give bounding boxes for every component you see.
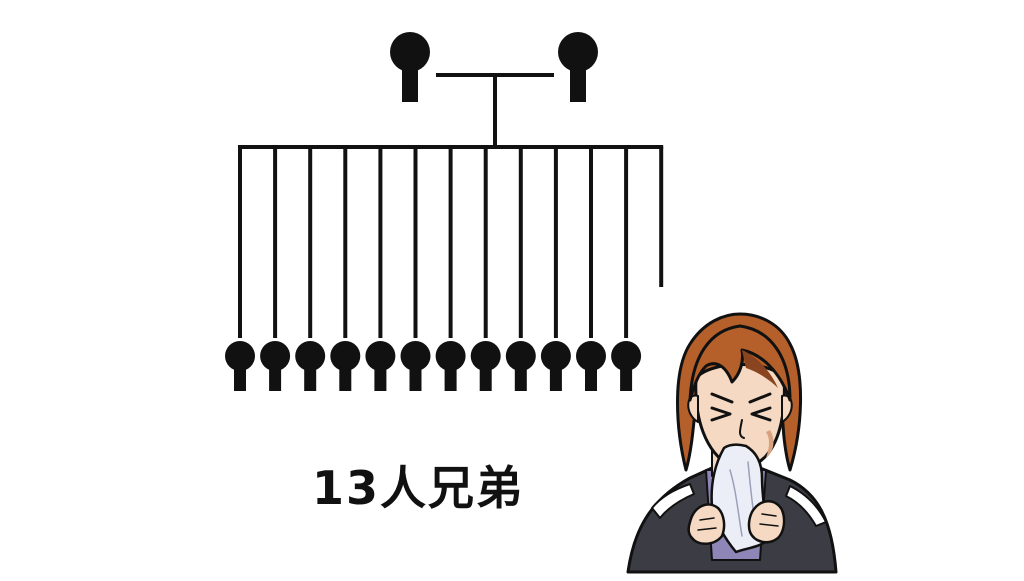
child-figure-6 <box>400 341 431 391</box>
left-eyebrow <box>710 392 734 404</box>
connector-lines <box>238 73 664 338</box>
child-figure-1 <box>225 341 255 391</box>
child-figure-8-body <box>479 365 492 391</box>
jacket-stripe-left <box>651 483 695 519</box>
right-hand <box>747 500 786 544</box>
right-eyebrow <box>748 392 772 404</box>
child-figure-10 <box>540 341 571 391</box>
finger-lines <box>697 513 779 531</box>
parent-figure-2-head <box>558 32 598 72</box>
child-figure-4-body <box>339 365 352 391</box>
child-figure-8 <box>470 341 501 391</box>
child-figure-7 <box>435 341 466 391</box>
child-figure-6-body <box>409 365 422 391</box>
left-eye <box>710 406 732 422</box>
hair-shadow <box>742 350 778 388</box>
child-figure-2-body <box>269 365 282 391</box>
child-figure-2 <box>260 341 291 391</box>
right-eye <box>750 406 772 422</box>
child-figure-4 <box>330 341 361 391</box>
child-figure-3 <box>295 341 326 391</box>
child-figure-2-head <box>260 341 291 371</box>
child-figure-1-head <box>225 341 255 371</box>
child-figure-11-body <box>585 365 597 391</box>
nose <box>739 419 745 439</box>
crying-person-illustration <box>626 312 838 574</box>
hair-front <box>688 324 792 402</box>
parent-figure-2-body <box>570 64 586 102</box>
child-figure-3-body <box>304 365 317 391</box>
child-figure-12 <box>611 341 642 391</box>
child-figure-9-body <box>514 365 527 391</box>
child-figure-7-body <box>444 365 457 391</box>
child-figure-5-head <box>365 341 396 371</box>
parents-group <box>390 32 598 102</box>
diagram-caption: 13人兄弟 <box>312 461 525 515</box>
child-figure-8-head <box>470 341 501 371</box>
child-figure-9 <box>505 341 536 391</box>
child-figure-1-body <box>234 365 246 391</box>
children-group <box>225 341 642 391</box>
child-figure-10-body <box>549 365 562 391</box>
cheek-shadow <box>766 430 774 458</box>
child-figure-9-head <box>505 341 536 371</box>
child-figure-12-head <box>611 341 642 371</box>
child-figure-6-head <box>400 341 431 371</box>
parent-figure-1 <box>390 32 430 102</box>
parent-figure-1-head <box>390 32 430 72</box>
child-figure-11 <box>576 341 606 391</box>
child-figure-3-head <box>295 341 326 371</box>
left-ear <box>687 394 699 423</box>
child-figure-12-body <box>620 365 633 391</box>
child-figure-5 <box>365 341 396 391</box>
child-figure-7-head <box>435 341 466 371</box>
child-figure-10-head <box>540 341 571 371</box>
right-ear <box>781 394 793 423</box>
child-figure-5-body <box>374 365 387 391</box>
parent-figure-1-body <box>402 64 418 102</box>
child-figure-11-head <box>576 341 606 371</box>
left-hand <box>687 503 726 545</box>
parent-figure-2 <box>558 32 598 102</box>
jacket-stripe-right <box>785 485 827 527</box>
child-figure-4-head <box>330 341 361 371</box>
